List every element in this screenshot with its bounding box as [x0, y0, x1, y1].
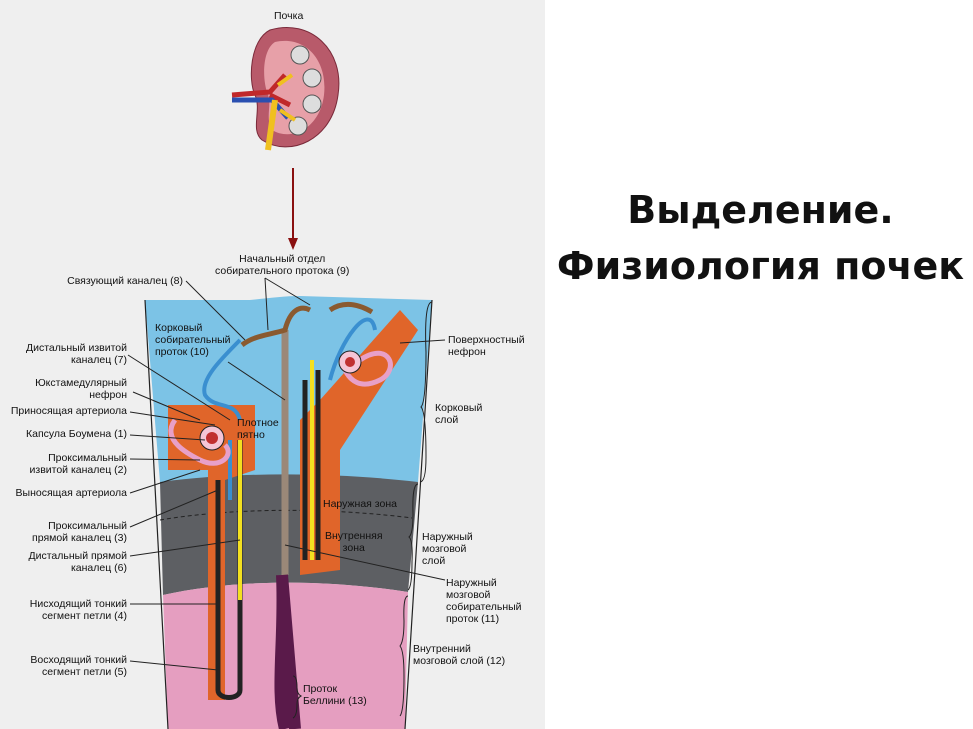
efferent-arteriole-label: Выносящая артериола — [15, 487, 127, 499]
proximal-straight-label: Проксимальный прямой каналец (3) — [32, 520, 127, 544]
leader-lines — [127, 277, 446, 719]
superficial-nephron-label: Поверхностный нефрон — [448, 334, 525, 358]
outer-medulla-label: Наружный мозговой слой — [422, 531, 473, 567]
proximal-convoluted-label: Проксимальный извитой каналец (2) — [29, 452, 127, 476]
outer-medullary-collecting-label: Наружный мозговой собирательный проток (… — [446, 577, 522, 625]
bowman-capsule-label: Капсула Боумена (1) — [26, 428, 127, 440]
nephron-diagram — [127, 27, 446, 729]
distal-straight-label: Дистальный прямой каналец (6) — [28, 550, 128, 574]
slide-title-line2: Физиология почек — [556, 244, 965, 288]
distal-convoluted-label: Дистальный извитой каналец (7) — [25, 342, 127, 366]
macula-densa-label: Плотное пятно — [237, 417, 279, 441]
juxtamedullary-label: Юкстамедулярный нефрон — [35, 377, 127, 401]
thin-ascending-label: Восходящий тонкий сегмент петли (5) — [30, 654, 127, 678]
initial-collecting-label: Начальный отдел собирательного протока (… — [215, 253, 350, 277]
kidney-illustration — [231, 27, 340, 151]
cortex-label: Корковый слой — [435, 402, 483, 426]
connecting-tubule-label: Связующий каналец (8) — [67, 275, 183, 287]
slide-title-line1: Выделение. — [627, 188, 894, 232]
inner-medulla-label: Внутренний мозговой слой (12) — [413, 643, 506, 667]
cortical-collecting-label: Корковый собирательный проток (10) — [155, 322, 231, 358]
thin-descending-label: Нисходящий тонкий сегмент петли (4) — [29, 598, 127, 622]
afferent-arteriole-label: Приносящая артериола — [10, 405, 127, 417]
inner-zone-label: Внутренняя зона — [325, 530, 383, 554]
kidney-label: Почка — [274, 10, 304, 22]
arrow-head-icon — [288, 238, 298, 250]
outer-zone-label: Наружная зона — [323, 498, 397, 510]
bellini-duct-label: Проток Беллини (13) — [303, 683, 367, 707]
